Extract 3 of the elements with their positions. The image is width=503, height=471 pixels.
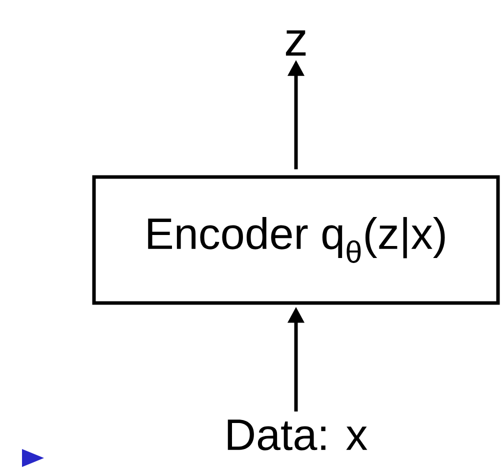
encoder-box: Encoder q$_{θ}$(z|x) — [92, 175, 500, 305]
latent-label: z — [286, 30, 306, 56]
input-label: Data: x — [228, 420, 368, 450]
